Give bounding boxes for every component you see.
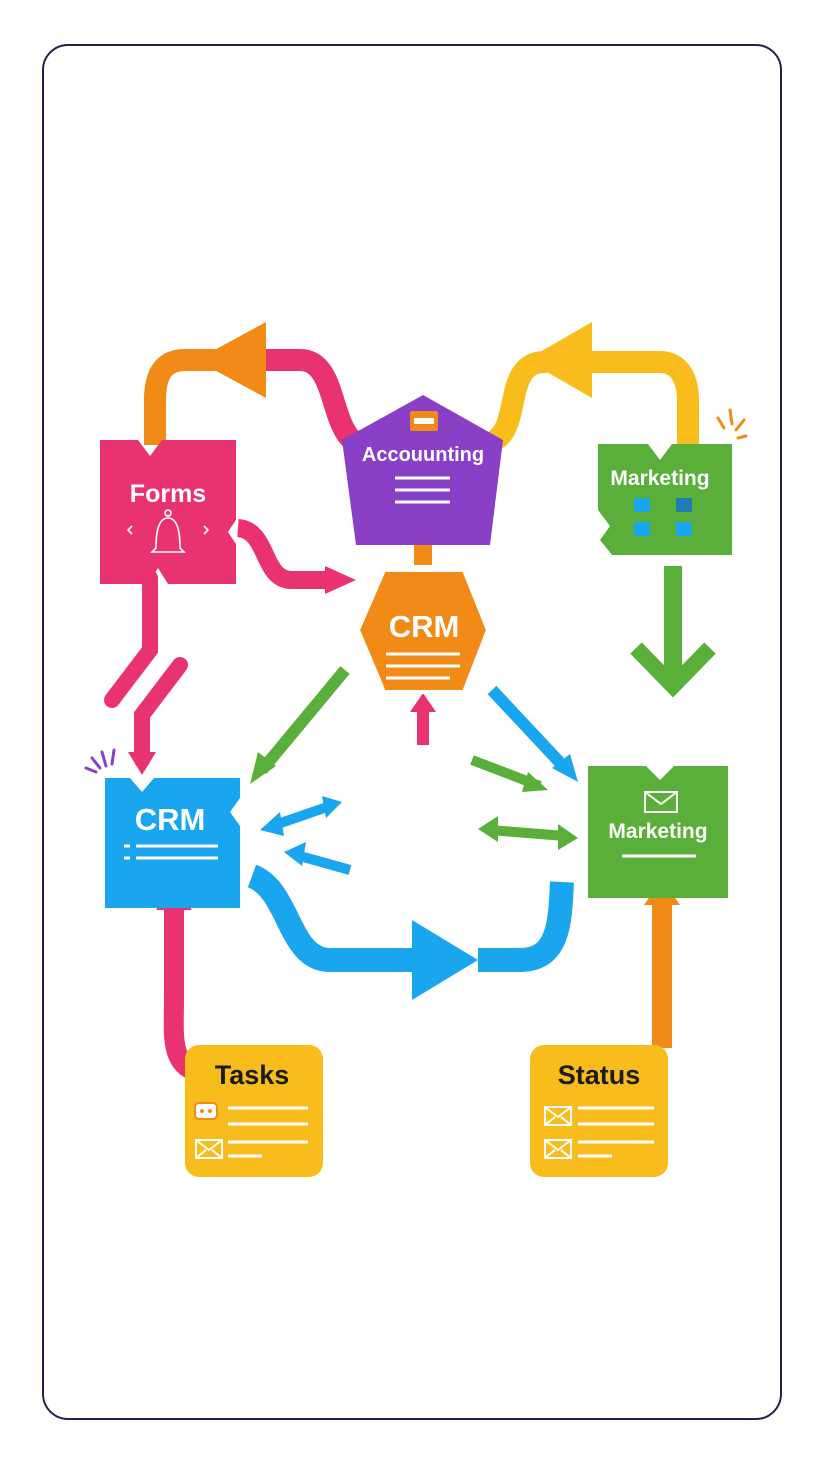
node-forms-label: Forms: [130, 480, 206, 508]
node-marketing-top[interactable]: Marketing: [598, 408, 748, 555]
envelope-icon: [544, 1139, 572, 1159]
node-marketing-right-label: Marketing: [608, 820, 707, 843]
node-forms[interactable]: Forms: [100, 440, 236, 584]
connector-accounting-to-marketing: [487, 322, 699, 449]
node-crm-left[interactable]: CRM: [84, 748, 240, 908]
text-lines-icon: [124, 844, 218, 860]
envelope-icon: [644, 791, 678, 813]
connector-green-pair-right: [470, 755, 578, 850]
text-lines-icon: [386, 652, 460, 680]
connector-blue-pair-left: [260, 796, 352, 875]
connector-marketing-top-to-marketing-right: [630, 566, 716, 698]
envelope-icon: [544, 1106, 572, 1126]
node-accounting-label: Accouunting: [362, 444, 484, 466]
diagram-frame: [42, 44, 782, 1420]
connector-accounting-to-forms: [144, 322, 363, 451]
arrowhead: [196, 322, 266, 398]
node-status-label: Status: [558, 1060, 641, 1090]
node-accounting[interactable]: Accouunting: [342, 395, 503, 545]
text-lines-icon: [228, 1106, 308, 1158]
node-crm-left-label: CRM: [135, 802, 206, 837]
node-crm-center[interactable]: CRM: [355, 568, 491, 694]
connector-crm-left-to-marketing-right: [246, 864, 574, 1000]
node-tasks[interactable]: Tasks: [185, 1045, 323, 1177]
arrowhead: [526, 322, 592, 398]
folder-icon: [410, 411, 438, 431]
node-tasks-label: Tasks: [215, 1060, 290, 1090]
node-marketing-top-label: Marketing: [610, 467, 709, 490]
sparkle-icon: [716, 408, 748, 440]
connector-up-to-crm-center: [410, 693, 436, 745]
text-lines-icon: [578, 1106, 654, 1158]
connector-forms-to-crm-center: [236, 519, 356, 594]
sparkle-icon: [84, 748, 116, 774]
connector-crm-center-to-crm-left: [250, 666, 350, 784]
connector-status-to-marketing-right: [644, 878, 680, 1048]
chat-icon: [194, 1102, 218, 1120]
connector-tasks-to-crm-left: [156, 882, 198, 1080]
connector-crm-center-to-marketing-right: [487, 685, 578, 782]
node-marketing-right[interactable]: Marketing: [588, 766, 728, 898]
node-status[interactable]: Status: [530, 1045, 668, 1177]
bell-icon: [126, 509, 210, 553]
envelope-icon: [195, 1139, 223, 1159]
node-crm-center-label: CRM: [389, 609, 460, 644]
text-lines-icon: [395, 476, 450, 504]
connector-forms-to-crm-left: [104, 570, 188, 775]
app-grid-icon: [634, 498, 692, 536]
